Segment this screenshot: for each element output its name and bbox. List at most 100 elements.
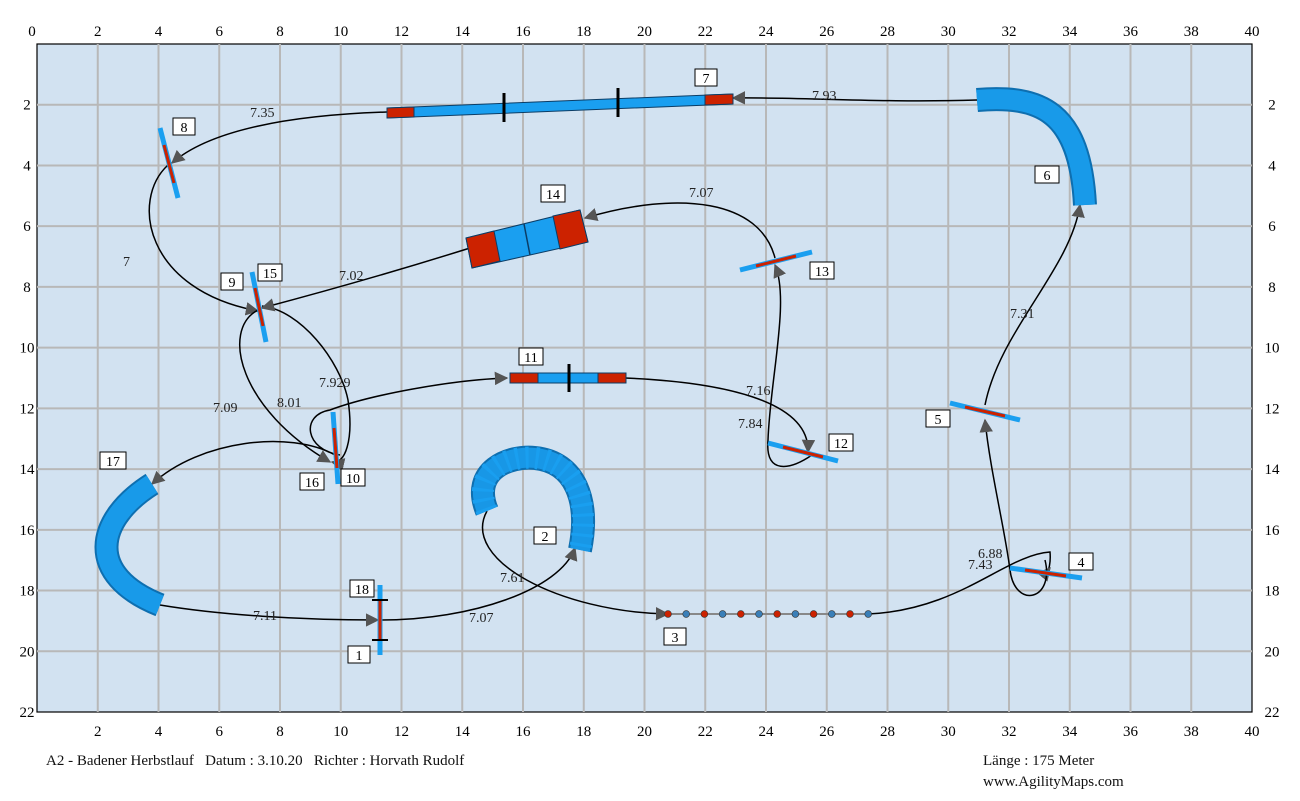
- y-tick-label: 16: [1265, 523, 1281, 539]
- jump-8: [157, 127, 181, 199]
- obstacle-number-10: 10: [340, 468, 366, 487]
- x-tick-label: 8: [276, 24, 284, 40]
- distance-label: 7.35: [250, 106, 275, 121]
- distance-label: 7.43: [968, 558, 993, 573]
- y-tick-label: 14: [20, 462, 36, 478]
- x-tick-label: 6: [216, 24, 224, 40]
- distance-label: 6.88: [978, 547, 1003, 562]
- x-tick-label: 38: [1184, 724, 1199, 740]
- y-tick-label: 6: [1268, 219, 1276, 235]
- distance-label: 7.84: [738, 417, 763, 432]
- obstacle-number-12: 12: [828, 433, 854, 452]
- y-tick-label: 2: [23, 98, 31, 114]
- x-tick-label: 16: [516, 724, 532, 740]
- weave-pole: [664, 610, 672, 618]
- x-tick-label: 36: [1123, 24, 1139, 40]
- path-6-7: [731, 91, 978, 105]
- path-7-8: [170, 111, 388, 164]
- x-tick-label: 2: [94, 24, 102, 40]
- obstacle-number-3: 3: [663, 627, 687, 646]
- y-tick-label: 4: [23, 158, 31, 174]
- tunnel-2: [470, 445, 595, 553]
- x-tick-label: 22: [698, 724, 713, 740]
- x-tick-label: 20: [637, 724, 652, 740]
- path-8-9: [148, 164, 260, 316]
- svg-text:6: 6: [1044, 169, 1051, 184]
- course-info: A2 - Badener Herbstlauf Datum : 3.10.20 …: [46, 753, 464, 769]
- svg-text:12: 12: [834, 437, 848, 452]
- svg-text:15: 15: [263, 267, 277, 282]
- y-tick-label: 12: [1265, 401, 1280, 417]
- y-tick-label: 18: [20, 584, 35, 600]
- svg-text:18: 18: [355, 583, 369, 598]
- x-tick-label: 14: [455, 724, 471, 740]
- x-tick-label: 28: [880, 724, 895, 740]
- distance-label: 7.09: [213, 401, 238, 416]
- svg-text:13: 13: [815, 265, 829, 280]
- x-tick-label: 18: [576, 24, 591, 40]
- path-13-14: [583, 202, 776, 259]
- x-tick-label: 30: [941, 24, 956, 40]
- obstacle-number-17: 17: [99, 451, 127, 470]
- website-link[interactable]: www.AgilityMaps.com: [983, 774, 1124, 790]
- x-tick-label: 10: [333, 24, 348, 40]
- x-tick-label: 2: [94, 724, 102, 740]
- y-tick-label: 18: [1265, 584, 1280, 600]
- obstacle-number-16: 16: [299, 472, 325, 491]
- x-tick-label: 34: [1062, 24, 1078, 40]
- weave-pole: [846, 610, 854, 618]
- obstacle-number-9: 9: [220, 272, 244, 291]
- distance-labels: 7.11 7.07 7.61 6.88 7.43 7.31 7.93 7.35 …: [123, 89, 1035, 626]
- svg-text:4: 4: [1078, 556, 1085, 571]
- x-tick-label: 14: [455, 24, 471, 40]
- y-tick-label: 22: [20, 705, 35, 721]
- weave-pole: [791, 610, 800, 618]
- path-15-16: [238, 309, 332, 463]
- weave-poles-3: [664, 610, 872, 618]
- x-tick-label: 38: [1184, 24, 1199, 40]
- distance-label: 7: [123, 255, 130, 270]
- obstacle-number-18: 18: [349, 579, 375, 598]
- weave-pole: [700, 610, 709, 618]
- distance-label: 7.929: [319, 376, 351, 391]
- distance-label: 7.07: [689, 186, 714, 201]
- obstacle-number-13: 13: [809, 261, 835, 280]
- distance-label: 7.93: [812, 89, 837, 104]
- x-tick-label: 28: [880, 24, 895, 40]
- path-12-13: [767, 263, 813, 468]
- x-tick-label: 16: [516, 24, 532, 40]
- x-tick-label: 40: [1245, 24, 1260, 40]
- path-2-3: [481, 510, 670, 621]
- x-tick-label: 12: [394, 24, 409, 40]
- weave-pole: [718, 610, 727, 618]
- seesaw-11: [509, 364, 627, 392]
- svg-text:10: 10: [346, 472, 360, 487]
- obstacle-number-15: 15: [257, 263, 283, 282]
- obstacle-number-6: 6: [1034, 165, 1060, 184]
- distance-label: 7.07: [469, 611, 494, 626]
- weave-pole: [737, 610, 745, 618]
- weave-pole: [828, 610, 836, 618]
- jump-9: [249, 271, 269, 343]
- distance-label: 7.02: [339, 269, 364, 284]
- svg-text:14: 14: [546, 188, 560, 203]
- x-tick-label: 36: [1123, 724, 1139, 740]
- svg-text:11: 11: [524, 351, 537, 366]
- y-tick-label: 20: [20, 644, 35, 660]
- y-tick-label: 10: [1265, 341, 1280, 357]
- x-tick-label: 18: [576, 724, 591, 740]
- svg-text:3: 3: [672, 631, 679, 646]
- jump-5: [949, 400, 1021, 423]
- jump-1: [372, 585, 388, 655]
- weave-pole: [682, 610, 690, 618]
- obstacle-number-8: 8: [172, 117, 196, 136]
- y-tick-label: 6: [23, 219, 31, 235]
- x-tick-label: 20: [637, 24, 652, 40]
- distance-label: 7.61: [500, 571, 525, 586]
- distance-label: 8.01: [277, 396, 302, 411]
- svg-text:1: 1: [356, 649, 363, 664]
- distance-label: 7.11: [253, 609, 277, 624]
- path-9-10: [261, 305, 351, 472]
- obstacle-number-7: 7: [694, 68, 718, 87]
